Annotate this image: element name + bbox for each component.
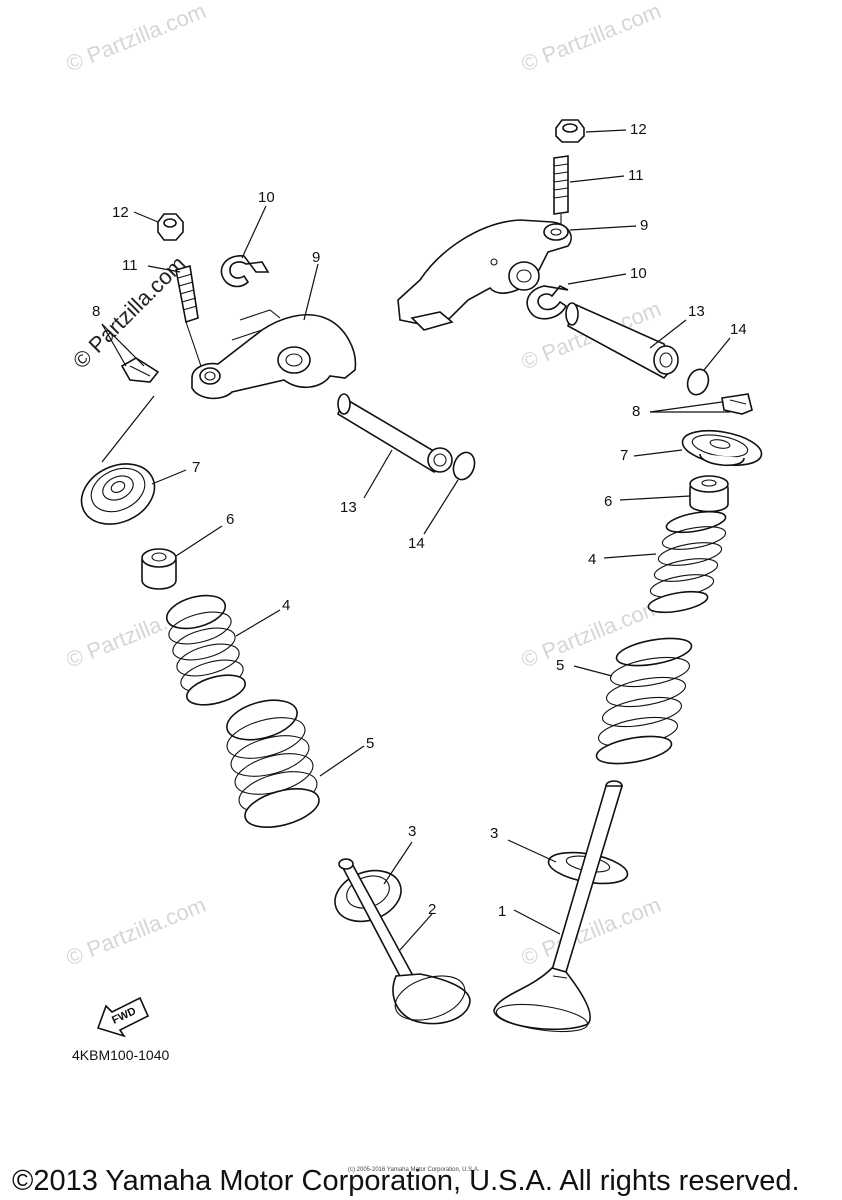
watermark: © Partzilla.com — [63, 0, 210, 77]
leader-line — [619, 495, 691, 501]
valve-seal-right — [689, 475, 729, 513]
inner-spring-left — [165, 594, 246, 706]
outer-spring-left — [226, 699, 320, 828]
leader-line — [513, 909, 561, 935]
label-7: 7 — [620, 447, 628, 464]
leader-line — [101, 323, 145, 367]
label-14: 14 — [408, 535, 425, 552]
leader-line — [703, 337, 731, 371]
leader-line — [133, 211, 159, 223]
adjusting-screw-right — [553, 155, 569, 228]
leader-line — [573, 665, 613, 677]
leader-line — [363, 449, 393, 499]
label-8: 8 — [632, 403, 640, 420]
leader-line — [147, 265, 181, 273]
leader-line — [151, 469, 187, 485]
copyright: ©2013 Yamaha Motor Corporation, U.S.A. A… — [12, 1165, 800, 1197]
clip-left — [220, 255, 270, 288]
leader-line — [101, 323, 127, 367]
label-6: 6 — [226, 511, 234, 528]
label-11: 11 — [628, 167, 644, 184]
leader-line — [241, 205, 267, 259]
leader-line — [303, 263, 319, 321]
leader-line — [567, 273, 627, 285]
label-9: 9 — [312, 249, 320, 266]
watermark: © Partzilla.com — [518, 892, 665, 971]
watermark: © Partzilla.com — [518, 0, 665, 77]
leader-line — [649, 401, 723, 413]
label-3: 3 — [408, 823, 416, 840]
leader-line — [569, 175, 625, 183]
rocker-arm-right — [397, 219, 572, 331]
label-2: 2 — [428, 901, 436, 918]
label-9: 9 — [640, 217, 648, 234]
leader-line — [569, 225, 637, 231]
valve-seal-left — [141, 548, 177, 590]
label-13: 13 — [340, 499, 357, 516]
exhaust-valve-left — [338, 858, 471, 1025]
valve-cotter-right — [721, 393, 753, 415]
leader-line — [383, 841, 413, 885]
clip-right — [526, 284, 569, 320]
adjusting-screw-left — [175, 264, 204, 373]
leader-line — [507, 839, 557, 863]
spring-retainer-left — [80, 463, 156, 525]
rocker-arm-left — [191, 309, 357, 400]
inner-spring-right — [647, 510, 727, 614]
label-10: 10 — [258, 189, 275, 206]
label-6: 6 — [604, 493, 612, 510]
leader-line — [235, 609, 281, 637]
rocker-shaft-left — [337, 393, 453, 473]
label-4: 4 — [282, 597, 290, 614]
outer-spring-right — [595, 637, 693, 765]
spring-retainer-right — [681, 429, 763, 467]
fwd-arrow-icon: FWD — [96, 996, 150, 1038]
label-5: 5 — [366, 735, 374, 752]
leader-line — [399, 913, 433, 951]
leader-line — [423, 479, 459, 535]
diagram-code: 4KBM100-1040 — [72, 1047, 170, 1063]
label-4: 4 — [588, 551, 596, 568]
label-12: 12 — [112, 204, 129, 221]
rocker-shaft-right — [565, 302, 679, 380]
copyright-small: (c) 2005-2016 Yamaha Motor Corporation, … — [348, 1167, 480, 1173]
label-11: 11 — [122, 257, 138, 274]
nut-right — [555, 119, 585, 143]
leader-line — [633, 449, 683, 457]
label-14: 14 — [730, 321, 747, 338]
leader-line — [585, 129, 627, 133]
o-ring-right — [686, 368, 710, 396]
intake-valve-right — [493, 780, 624, 1033]
label-8: 8 — [92, 303, 100, 320]
leader-line — [319, 745, 365, 777]
leader-line — [649, 319, 687, 349]
o-ring-left — [452, 451, 476, 481]
leader-line — [175, 525, 223, 557]
label-1: 1 — [498, 903, 506, 920]
label-7: 7 — [192, 459, 200, 476]
label-5: 5 — [556, 657, 564, 674]
valve-cotter-left — [120, 357, 160, 383]
watermark: © Partzilla.com — [63, 892, 210, 971]
label-3: 3 — [490, 825, 498, 842]
leader-line — [101, 395, 155, 463]
leader-line — [603, 553, 657, 559]
label-13: 13 — [688, 303, 705, 320]
nut-left — [157, 213, 184, 241]
label-12: 12 — [630, 121, 647, 138]
label-10: 10 — [630, 265, 647, 282]
